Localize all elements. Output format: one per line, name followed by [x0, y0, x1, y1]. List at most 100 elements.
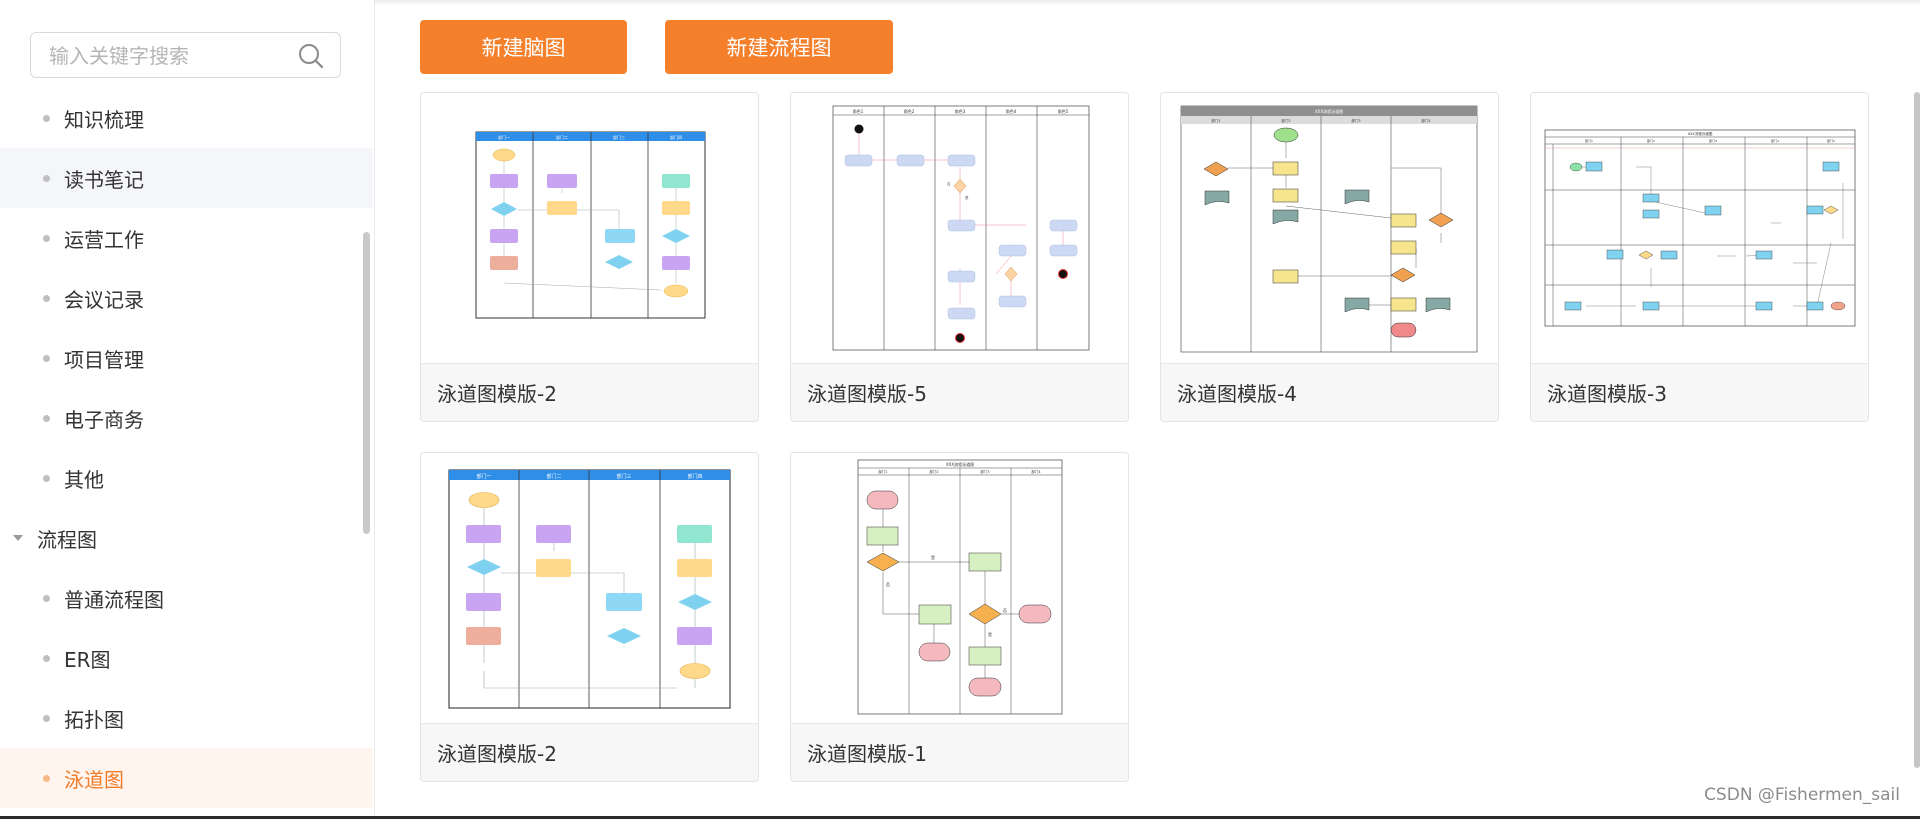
template-title: 泳道图模版-4	[1161, 363, 1498, 421]
lane-label: 部门四	[687, 473, 702, 480]
sidebar-item-label: ER图	[64, 647, 111, 672]
bullet-dot-icon	[43, 294, 50, 302]
lane-label: 部门三	[616, 473, 631, 480]
bullet-dot-icon	[43, 234, 50, 242]
template-card[interactable]: XXX流程泳道图 部门1 部门2 部门3 部门4	[1160, 92, 1499, 422]
bullet-dot-icon	[43, 414, 50, 422]
branch-label: 是	[965, 195, 969, 200]
sidebar-item-label: 知识梳理	[64, 107, 144, 132]
bullet-dot-icon	[43, 174, 50, 182]
template-title: 泳道图模版-1	[791, 723, 1128, 781]
lane-label: 角色2	[904, 108, 915, 114]
lane-label: 角色5	[1058, 108, 1069, 114]
new-flowchart-button[interactable]: 新建流程图	[665, 20, 893, 74]
lane-label: 部门四	[670, 134, 682, 140]
sidebar-item-swimlane[interactable]: 泳道图	[0, 748, 373, 808]
template-title: 泳道图模版-3	[1531, 363, 1868, 421]
template-title: 泳道图模版-2	[421, 363, 758, 421]
lane-label: 角色4	[1006, 108, 1017, 114]
template-thumbnail: 部门一 部门二 部门三 部门四	[421, 93, 758, 363]
diagram-title: XXX流程泳道图	[946, 461, 974, 467]
diagram-title: XXX流程泳道图	[1688, 131, 1713, 136]
lane-label: 部门1	[1211, 118, 1220, 123]
lane-label: 部门4	[1421, 118, 1431, 123]
lane-label: 部门一	[498, 134, 510, 140]
search-input[interactable]	[47, 33, 291, 79]
template-thumbnail: XXX流程泳道图 部门1 部门2 部门3 部门4	[1161, 93, 1498, 363]
sidebar-item-label: 项目管理	[64, 347, 144, 372]
lane-label: 角色1	[853, 108, 864, 114]
lane-label: 部门二	[556, 134, 568, 140]
sidebar: 知识梳理 读书笔记 运营工作 会议记录 项目管理 电子商务 其他 流程图 普通流…	[0, 0, 375, 816]
lane-label: 部门4	[1771, 138, 1779, 143]
template-card[interactable]: XXX流程泳道图 部门1 部门2 部门3 部门4 是 否 否 是	[790, 452, 1129, 782]
lane-label: 部门3	[1351, 118, 1360, 123]
branch-label: 否	[886, 582, 890, 587]
sidebar-item-label: 其他	[64, 467, 104, 492]
template-card[interactable]: XXX流程泳道图 部门1 部门2 部门3 部门4 部门5	[1530, 92, 1869, 422]
lane-label: 部门2	[1281, 118, 1290, 123]
sidebar-item-label: 读书笔记	[64, 167, 144, 192]
sidebar-item-ecommerce[interactable]: 电子商务	[0, 388, 373, 448]
watermark: CSDN @Fishermen_sail	[1704, 785, 1900, 805]
sidebar-item-label: 会议记录	[64, 287, 144, 312]
sidebar-item-operations[interactable]: 运营工作	[0, 208, 373, 268]
template-thumbnail: 角色1 角色2 角色3 角色4 角色5 是 否	[791, 93, 1128, 363]
lane-label: 部门三	[613, 134, 625, 140]
sidebar-item-knowledge[interactable]: 知识梳理	[0, 88, 373, 148]
sidebar-item-basic-flowchart[interactable]: 普通流程图	[0, 568, 373, 628]
sidebar-item-label: 运营工作	[64, 227, 144, 252]
search-icon[interactable]	[298, 43, 324, 69]
bullet-dot-icon	[43, 594, 50, 602]
sidebar-item-meeting-notes[interactable]: 会议记录	[0, 268, 373, 328]
lane-label: 部门2	[1647, 138, 1655, 143]
sidebar-item-other[interactable]: 其他	[0, 448, 373, 508]
lane-label: 部门3	[1709, 138, 1717, 143]
template-title: 泳道图模版-2	[421, 723, 758, 781]
topbar-shadow	[375, 0, 1920, 6]
sidebar-item-er-diagram[interactable]: ER图	[0, 628, 373, 688]
branch-label: 是	[988, 631, 992, 637]
template-thumbnail: XXX流程泳道图 部门1 部门2 部门3 部门4 部门5	[1531, 93, 1868, 363]
branch-label: 是	[931, 554, 935, 560]
branch-label: 否	[1003, 608, 1007, 613]
search-box[interactable]	[30, 32, 341, 79]
template-thumbnail: 部门一 部门二 部门三 部门四	[421, 453, 758, 723]
bullet-dot-icon	[43, 654, 50, 662]
lane-label: 部门一	[476, 473, 491, 480]
template-card[interactable]: 角色1 角色2 角色3 角色4 角色5 是 否	[790, 92, 1129, 422]
branch-label: 否	[947, 182, 951, 186]
lane-label: 部门二	[546, 473, 561, 480]
sidebar-item-topology[interactable]: 拓扑图	[0, 688, 373, 748]
sidebar-scrollbar[interactable]	[363, 232, 370, 534]
sidebar-group-flowchart[interactable]: 流程图	[0, 508, 373, 568]
bullet-dot-icon	[43, 354, 50, 362]
sidebar-item-reading-notes[interactable]: 读书笔记	[0, 148, 373, 208]
sidebar-item-label: 拓扑图	[64, 707, 124, 732]
lane-label: 部门1	[878, 469, 887, 474]
template-thumbnail: XXX流程泳道图 部门1 部门2 部门3 部门4 是 否 否 是	[791, 453, 1128, 723]
caret-down-icon	[13, 535, 23, 541]
sidebar-item-project-management[interactable]: 项目管理	[0, 328, 373, 388]
sidebar-item-label: 电子商务	[64, 407, 144, 432]
diagram-title: XXX流程泳道图	[1315, 108, 1343, 114]
lane-label: 部门5	[1827, 138, 1835, 143]
main-scrollbar[interactable]	[1914, 92, 1920, 768]
window-bottom-edge	[0, 816, 1920, 819]
lane-label: 部门3	[980, 469, 989, 474]
bullet-dot-icon	[43, 714, 50, 722]
lane-label: 角色3	[955, 108, 966, 114]
sidebar-item-label: 普通流程图	[64, 587, 164, 612]
lane-label: 部门1	[1585, 138, 1593, 143]
template-title: 泳道图模版-5	[791, 363, 1128, 421]
lane-label: 部门2	[929, 469, 938, 474]
template-card[interactable]: 部门一 部门二 部门三 部门四 泳道图模版-2	[420, 452, 759, 782]
sidebar-item-label: 泳道图	[64, 767, 124, 792]
bullet-dot-icon	[43, 774, 50, 782]
sidebar-group-label: 流程图	[37, 527, 97, 552]
new-mindmap-button[interactable]: 新建脑图	[420, 20, 627, 74]
lane-label: 部门4	[1031, 469, 1041, 474]
bullet-dot-icon	[43, 114, 50, 122]
bullet-dot-icon	[43, 474, 50, 482]
template-card[interactable]: 部门一 部门二 部门三 部门四 泳道图模版-2	[420, 92, 759, 422]
